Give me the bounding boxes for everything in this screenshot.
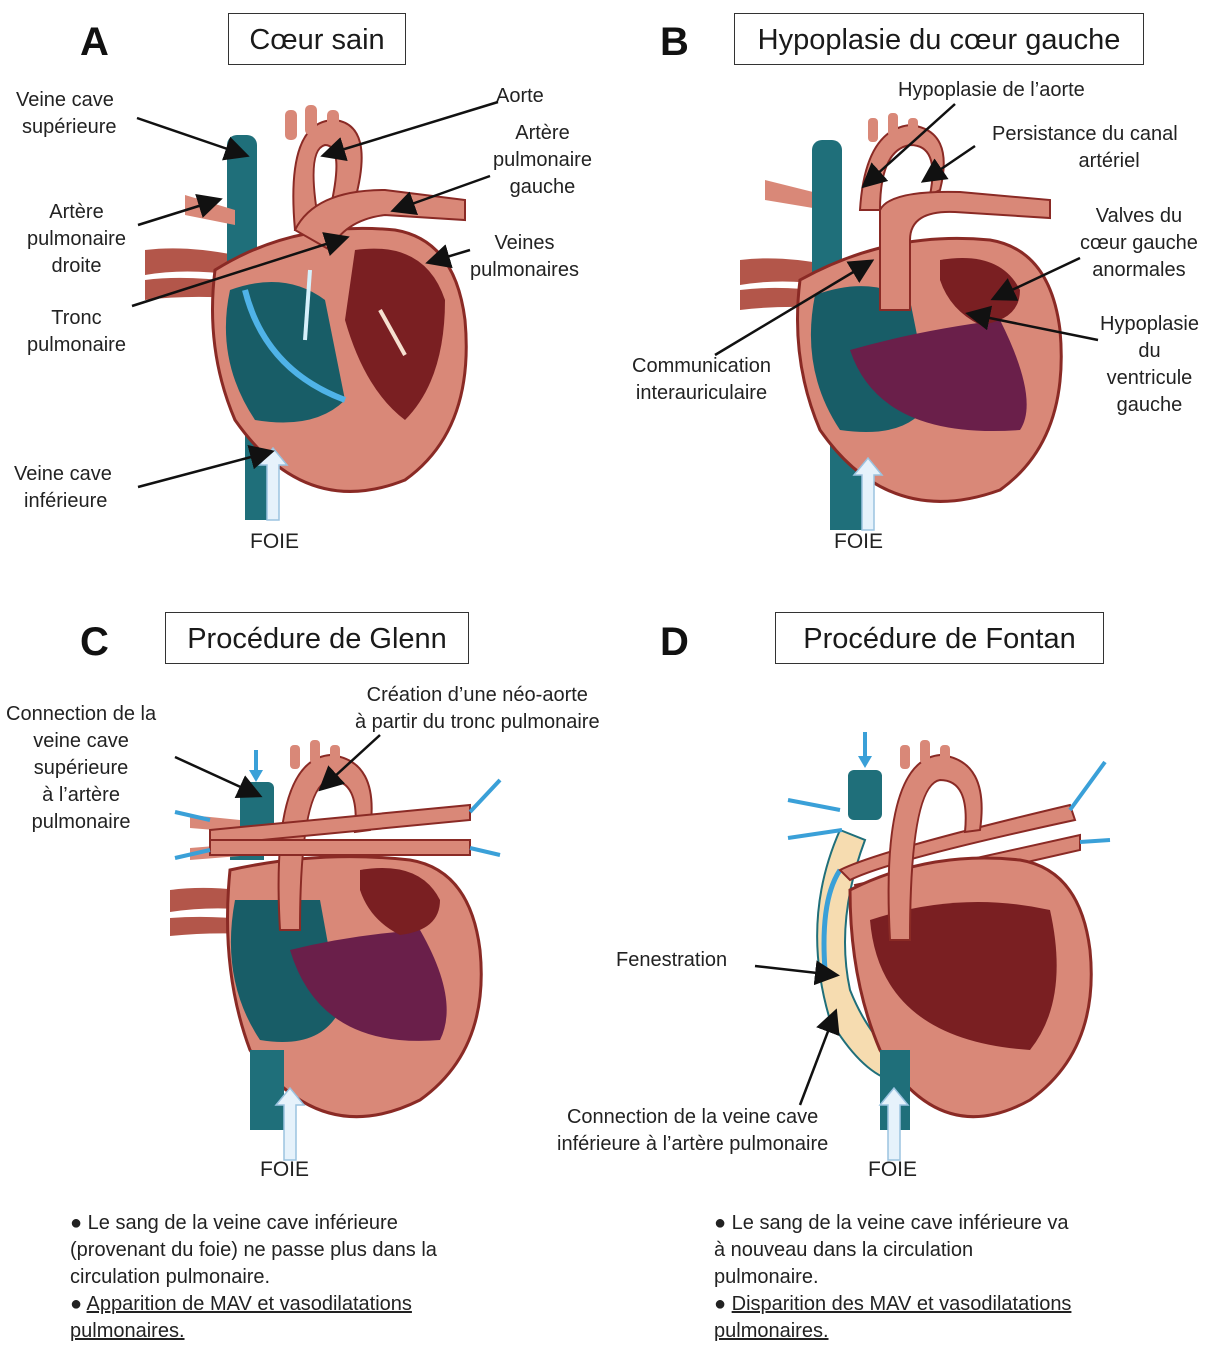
- label-aorte: Aorte: [496, 83, 544, 110]
- panel-c-note-line: circulation pulmonaire.: [70, 1264, 437, 1291]
- panel-c-letter: C: [80, 620, 109, 665]
- panel-d-heart-illustration: [780, 720, 1120, 1160]
- panel-d-note-underlined: pulmonaires.: [714, 1320, 829, 1342]
- panel-d-note-underlined: Disparition des MAV et vasodilatations: [732, 1293, 1072, 1315]
- panel-c-note-bullet: ●: [70, 1293, 87, 1315]
- panel-c-notes: ● Le sang de la veine cave inférieure (p…: [70, 1210, 437, 1345]
- label-hypoplasie-aorte: Hypoplasie de l’aorte: [898, 77, 1085, 104]
- panel-b-title: Hypoplasie du cœur gauche: [734, 13, 1144, 65]
- panel-c-heart-illustration: [170, 720, 510, 1160]
- panel-b-letter: B: [660, 20, 689, 65]
- panel-c-title: Procédure de Glenn: [165, 612, 469, 664]
- panel-d-title: Procédure de Fontan: [775, 612, 1104, 664]
- panel-d-foie-label: FOIE: [868, 1158, 917, 1182]
- panel-d-notes: ● Le sang de la veine cave inférieure va…: [714, 1210, 1071, 1345]
- panel-b-foie-label: FOIE: [834, 530, 883, 554]
- panel-d-note-bullet: ●: [714, 1293, 732, 1315]
- panel-c-note-line: (provenant du foie) ne passe plus dans l…: [70, 1237, 437, 1264]
- label-fenestration: Fenestration: [616, 947, 727, 974]
- panel-c-note-line: ● Le sang de la veine cave inférieure: [70, 1210, 437, 1237]
- panel-a-foie-label: FOIE: [250, 530, 299, 554]
- panel-d-note-line: pulmonaire.: [714, 1264, 1071, 1291]
- panel-a-heart-illustration: [145, 100, 495, 520]
- panel-d-note-line: ● Le sang de la veine cave inférieure va: [714, 1210, 1071, 1237]
- panel-d-letter: D: [660, 620, 689, 665]
- panel-c-note-underlined: Apparition de MAV et vasodilatations: [87, 1293, 412, 1315]
- panel-a-letter: A: [80, 20, 109, 65]
- panel-a-title: Cœur sain: [228, 13, 406, 65]
- panel-c-note-underlined: pulmonaires.: [70, 1320, 185, 1342]
- panel-c-foie-label: FOIE: [260, 1158, 309, 1182]
- panel-d-note-line: à nouveau dans la circulation: [714, 1237, 1071, 1264]
